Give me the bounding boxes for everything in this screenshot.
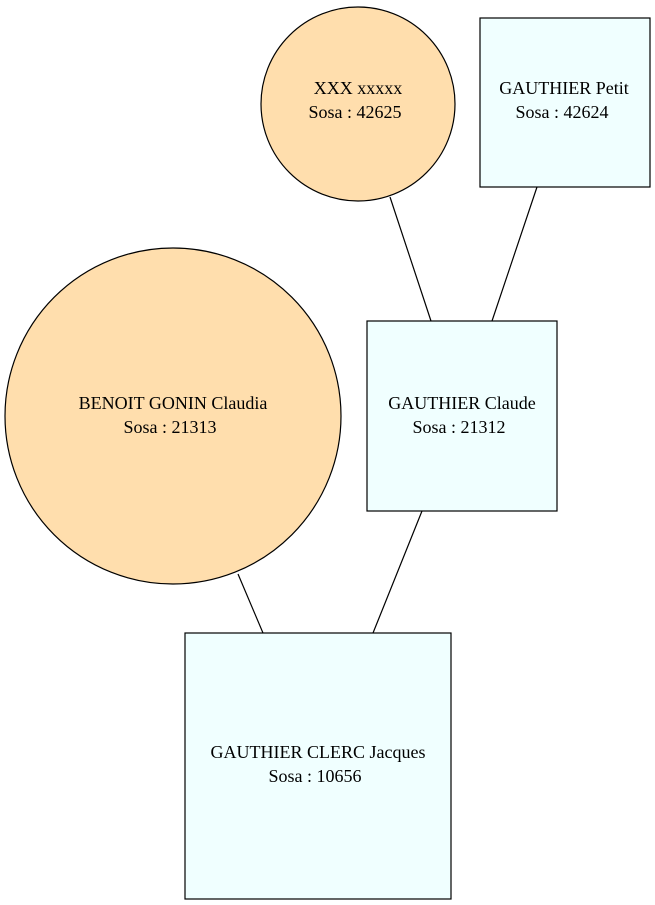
edge-claudia-to-jacques [237,573,264,634]
person-name: XXX xxxxx [314,78,403,98]
person-node-petit[interactable]: GAUTHIER Petit Sosa : 42624 [479,17,651,188]
person-sosa: Sosa : 21313 [123,417,216,437]
edge-petit-to-claude [491,186,538,322]
female-circle [260,6,456,202]
male-square [184,632,452,900]
female-circle [4,247,342,585]
person-sosa: Sosa : 21312 [412,417,505,437]
person-name: GAUTHIER Petit [499,78,629,98]
person-node-xxx[interactable]: XXX xxxxx Sosa : 42625 [260,6,456,202]
male-square [366,320,558,512]
person-node-claudia[interactable]: BENOIT GONIN Claudia Sosa : 21313 [4,247,342,585]
person-name: GAUTHIER CLERC Jacques [211,742,426,762]
person-sosa: Sosa : 10656 [268,766,361,786]
person-node-claude[interactable]: GAUTHIER Claude Sosa : 21312 [366,320,558,512]
person-sosa: Sosa : 42624 [515,102,608,122]
person-node-jacques[interactable]: GAUTHIER CLERC Jacques Sosa : 10656 [184,632,452,900]
person-name: BENOIT GONIN Claudia [79,393,268,413]
edge-claude-to-jacques [372,510,423,634]
person-sosa: Sosa : 42625 [308,102,401,122]
person-name: GAUTHIER Claude [388,393,535,413]
male-square [479,17,651,188]
edge-xxx-to-claude [389,196,432,322]
